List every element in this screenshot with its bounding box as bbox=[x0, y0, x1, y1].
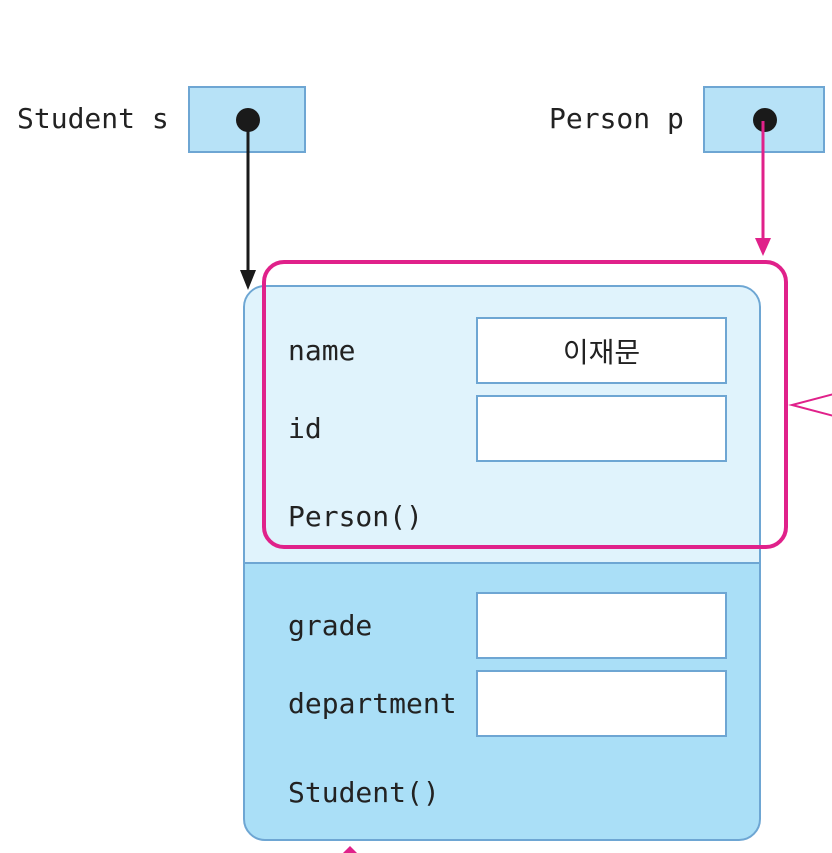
person-reference-arrow-head bbox=[755, 238, 771, 256]
field-label-id: id bbox=[288, 412, 322, 445]
student-reference-dot bbox=[236, 108, 260, 132]
person-constructor: Person() bbox=[288, 500, 423, 533]
field-value-department bbox=[476, 670, 727, 737]
field-value-name: 이재문 bbox=[476, 317, 727, 384]
field-label-department: department bbox=[288, 687, 457, 720]
student-object: name 이재문 id Person() grade department St… bbox=[243, 285, 761, 841]
bottom-arrow-tip bbox=[343, 846, 357, 853]
student-variable-label: Student s bbox=[17, 102, 169, 135]
person-reference-box bbox=[703, 86, 825, 153]
person-variable-label: Person p bbox=[549, 102, 684, 135]
person-reference-dot bbox=[753, 108, 777, 132]
field-label-grade: grade bbox=[288, 609, 373, 642]
student-constructor: Student() bbox=[288, 776, 440, 809]
field-label-name: name bbox=[288, 334, 356, 367]
callout-pointer bbox=[788, 393, 832, 417]
person-part-highlight bbox=[262, 260, 788, 549]
field-value-id bbox=[476, 395, 727, 462]
field-value-grade bbox=[476, 592, 727, 659]
student-reference-box bbox=[188, 86, 306, 153]
